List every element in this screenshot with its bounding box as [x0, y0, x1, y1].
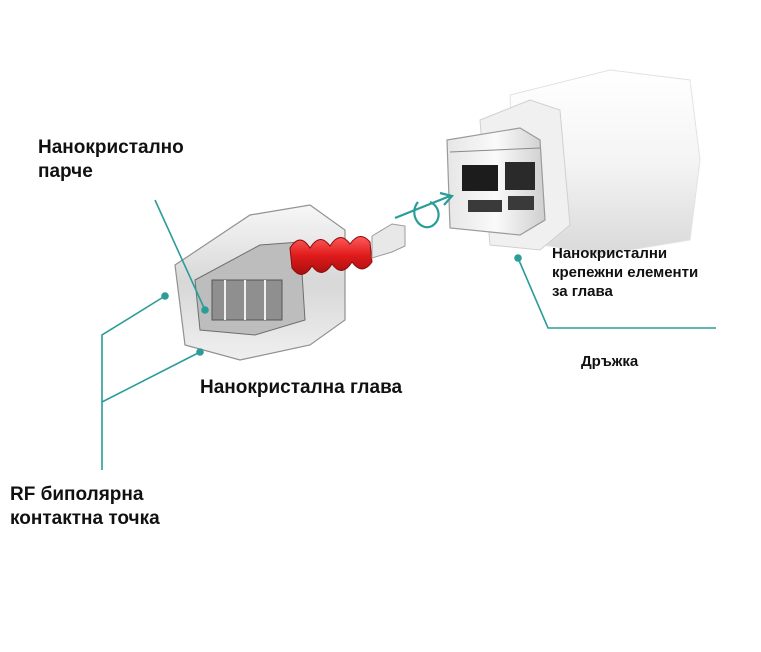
label-fixing-line2: крепежни елементи: [552, 263, 699, 281]
mount-slot-1: [462, 165, 498, 191]
dot-rf-upper: [161, 292, 169, 300]
dot-rf-lower: [196, 348, 204, 356]
dot-fixing: [514, 254, 522, 262]
rotation-arrow: [394, 191, 455, 229]
label-rf-line2: контактна точка: [10, 507, 160, 529]
handle-illustration: [446, 69, 701, 256]
mount-edge: [449, 147, 541, 153]
dot-piece: [201, 306, 209, 314]
rotation-shaft: [394, 194, 451, 220]
head-inner-block: [211, 279, 283, 321]
label-nanocrystal-head: Нанокристална глава: [200, 377, 403, 398]
nanocrystal-head-illustration: [174, 204, 406, 361]
rotation-arrowhead: [439, 191, 455, 206]
label-nanocrystal-piece: Нанокристално парче: [38, 136, 184, 184]
label-nanocrystal-piece-line1: Нанокристално: [38, 137, 184, 158]
label-fixing-line1: Нанокристални: [552, 245, 668, 262]
mount-slot-4: [508, 196, 534, 210]
mount-slot-3: [468, 200, 502, 212]
leader-rf-lower: [101, 351, 201, 403]
leader-piece: [154, 199, 206, 311]
label-rf-contact: RF биполярна контактна точка: [10, 483, 160, 531]
leader-fixing: [517, 257, 716, 329]
label-fixing-elements: Нанокристални крепежни елементи за глава: [552, 245, 698, 301]
leader-rf-upper: [101, 295, 166, 470]
leader-lines: [101, 199, 716, 470]
spring-bellows: [289, 236, 373, 275]
mount-slot-2: [505, 162, 535, 190]
label-fixing-line3: за глава: [552, 282, 613, 300]
label-rf-line1: RF биполярна: [10, 484, 144, 505]
head-connector: [371, 223, 406, 259]
rotation-arc: [413, 200, 440, 229]
label-handle: Дръжка: [581, 353, 639, 370]
label-nanocrystal-piece-line2: парче: [38, 160, 93, 182]
